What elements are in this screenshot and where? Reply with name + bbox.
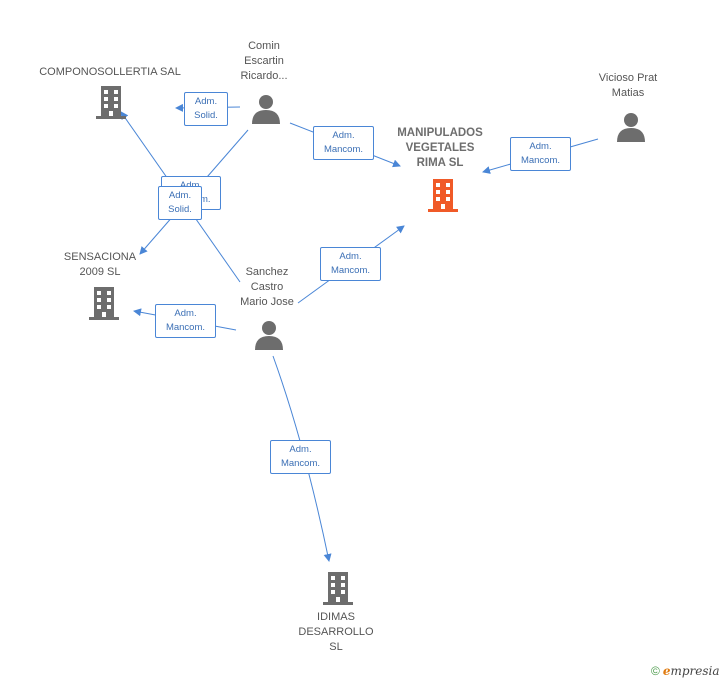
- edge-label-sanchez-componosollertia[interactable]: Adm. Solid.: [158, 186, 202, 220]
- edge-label-sanchez-idimas[interactable]: Adm. Mancom.: [270, 440, 331, 474]
- main-building-icon: [428, 179, 458, 212]
- edge-label-comin-manipulados[interactable]: Adm. Mancom.: [313, 126, 374, 160]
- edge-label-vicioso-manipulados[interactable]: Adm. Mancom.: [510, 137, 571, 171]
- node-label-comin[interactable]: Comin Escartin Ricardo...: [240, 40, 288, 82]
- node-label-idimas[interactable]: IDIMAS DESARROLLO SL: [298, 611, 374, 653]
- person-icon: [252, 95, 280, 124]
- copyright-icon: ©: [651, 664, 660, 678]
- node-label-manipulados[interactable]: MANIPULADOS VEGETALES RIMA SL: [397, 127, 483, 169]
- person-icon: [617, 113, 645, 142]
- edge-label-sanchez-manipulados[interactable]: Adm. Mancom.: [320, 247, 381, 281]
- node-label-sensaciona[interactable]: SENSACIONA 2009 SL: [63, 251, 137, 278]
- brand-footer: ©empresia: [651, 664, 720, 678]
- node-label-sanchez[interactable]: Sanchez Castro Mario Jose: [240, 266, 294, 308]
- edge-label-comin-componosollertia[interactable]: Adm. Solid.: [184, 92, 228, 126]
- edge-label-sanchez-sensaciona[interactable]: Adm. Mancom.: [155, 304, 216, 338]
- node-label-vicioso[interactable]: Vicioso Prat Matias: [598, 72, 658, 99]
- brand-logo: empresia: [662, 664, 720, 678]
- building-icon: [89, 287, 119, 320]
- person-icon: [255, 321, 283, 350]
- building-icon: [323, 572, 353, 605]
- node-label-componosollertia[interactable]: COMPONOSOLLERTIA SAL: [39, 66, 181, 78]
- building-icon: [96, 86, 126, 119]
